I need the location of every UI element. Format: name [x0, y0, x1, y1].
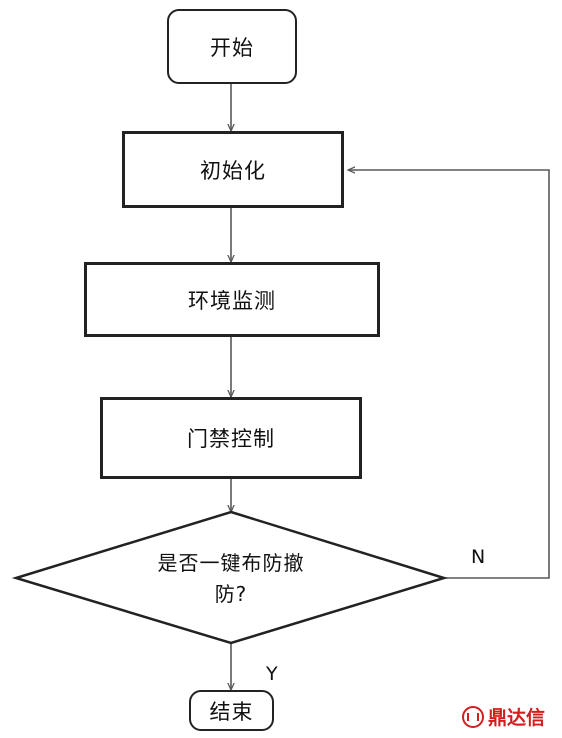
yes-label: Y: [266, 663, 278, 685]
access-control-label: 门禁控制: [187, 427, 275, 451]
init-label: 初始化: [200, 158, 266, 183]
end-label: 结束: [209, 699, 254, 724]
decision-line-2: 防?: [214, 582, 248, 606]
decision-text: 是否一键布防撤 防?: [121, 548, 341, 610]
watermark: 鼎达信: [462, 703, 545, 730]
watermark-logo-icon: [462, 705, 484, 728]
access-control-node: 门禁控制: [100, 397, 362, 479]
start-label: 开始: [210, 35, 254, 60]
init-node: 初始化: [122, 131, 344, 208]
start-node: 开始: [167, 9, 297, 84]
env-monitor-label: 环境监测: [188, 288, 276, 313]
decision-line-1: 是否一键布防撤: [157, 551, 305, 575]
decision-diamond: [11, 510, 449, 645]
arrow-no-loop: [348, 170, 550, 579]
env-monitor-node: 环境监测: [84, 262, 380, 337]
watermark-text: 鼎达信: [488, 707, 546, 729]
end-node: 结束: [189, 690, 274, 731]
no-label: N: [471, 546, 486, 568]
